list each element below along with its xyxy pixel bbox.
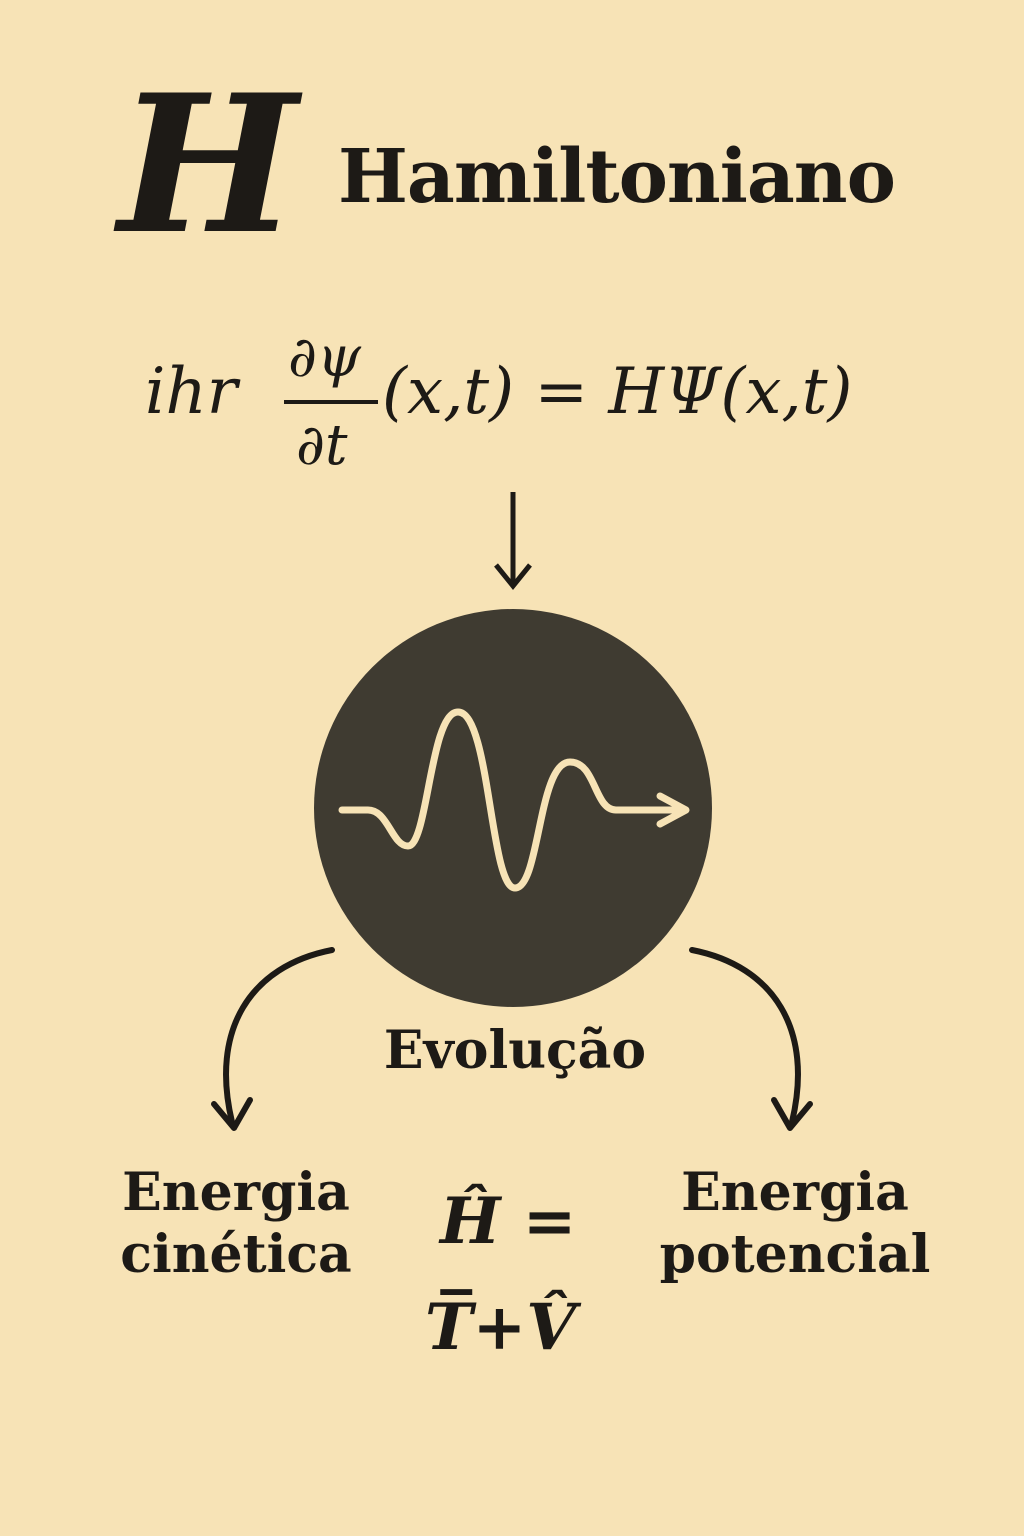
potential-energy-label-line1: Energia <box>681 1162 909 1223</box>
equation-fraction-numerator: ∂ψ <box>288 325 361 390</box>
equation-fraction-denominator: ∂t <box>296 413 348 478</box>
evolution-circle <box>314 609 712 1007</box>
operator-equation-line1: Ĥ = <box>440 1184 577 1259</box>
kinetic-energy-label: Energia cinética <box>96 1162 376 1286</box>
page-title: Hamiltoniano <box>338 134 896 220</box>
potential-energy-label-line2: potencial <box>659 1224 931 1285</box>
evolution-label: Evolução <box>383 1020 647 1081</box>
kinetic-energy-label-line1: Energia <box>122 1162 350 1223</box>
kinetic-energy-label-line2: cinética <box>120 1224 352 1285</box>
right-branch-arrow <box>689 947 813 1131</box>
wave-packet-icon <box>338 708 690 892</box>
equation-rest: (x,t) = HΨ(x,t) <box>382 355 853 429</box>
down-arrow <box>494 492 532 590</box>
operator-equation-line2: T̅+V̂ <box>425 1290 576 1365</box>
equation-fraction-bar <box>284 400 378 404</box>
left-branch-arrow <box>211 947 335 1131</box>
equation-prefix: ihr <box>145 355 238 429</box>
title-symbol: H <box>118 53 298 276</box>
potential-energy-label: Energia potencial <box>640 1162 950 1286</box>
